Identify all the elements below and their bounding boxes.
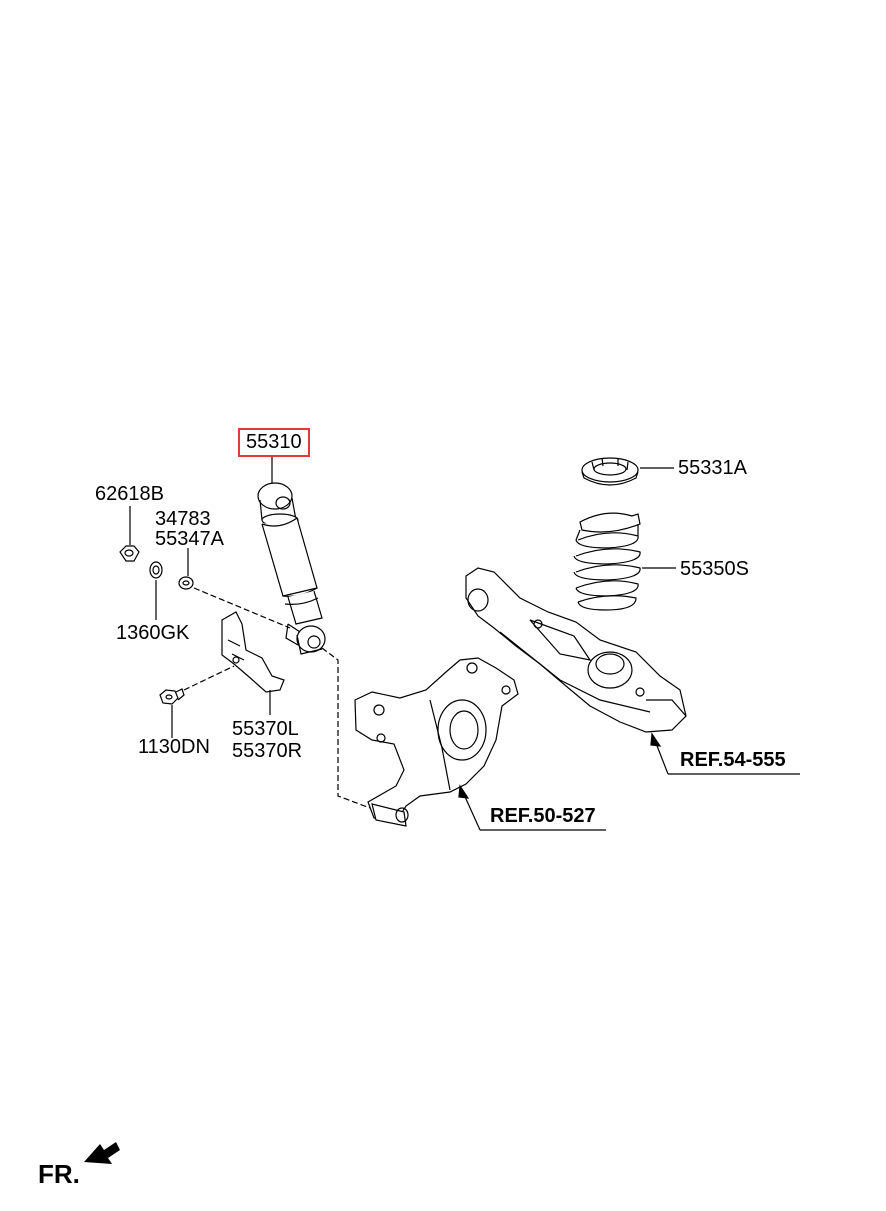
spring-pad-drawing (581, 457, 639, 486)
front-direction-label: FR. (38, 1159, 80, 1189)
ref-label-54-555[interactable]: REF.54-555 (680, 749, 786, 771)
coil-spring-drawing (573, 512, 641, 611)
part-label-55350S[interactable]: 55350S (680, 558, 749, 580)
knuckle-drawing (354, 657, 519, 827)
part-label-55370R[interactable]: 55370R (232, 740, 303, 762)
bolt-drawing (159, 688, 185, 705)
bracket-drawing (221, 611, 285, 693)
shock-absorber-drawing (257, 482, 326, 655)
nut-drawing (119, 545, 140, 562)
part-label-55331A[interactable]: 55331A (678, 457, 747, 479)
part-label-55347A[interactable]: 55347A (155, 528, 224, 550)
ref-label-50-527[interactable]: REF.50-527 (490, 805, 596, 827)
part-label-1130DN[interactable]: 1130DN (138, 736, 210, 758)
front-direction-arrow-icon (84, 1142, 120, 1164)
part-label-34783[interactable]: 34783 (155, 508, 211, 530)
part-label-62618B[interactable]: 62618B (95, 483, 164, 505)
part-label-1360GK[interactable]: 1360GK (116, 622, 190, 644)
part-label-55310[interactable]: 55310 (238, 428, 310, 457)
flat-washer-drawing (178, 576, 194, 590)
washer-drawing (149, 561, 163, 579)
control-arm-drawing (465, 567, 687, 733)
part-label-55370L[interactable]: 55370L (232, 718, 299, 740)
